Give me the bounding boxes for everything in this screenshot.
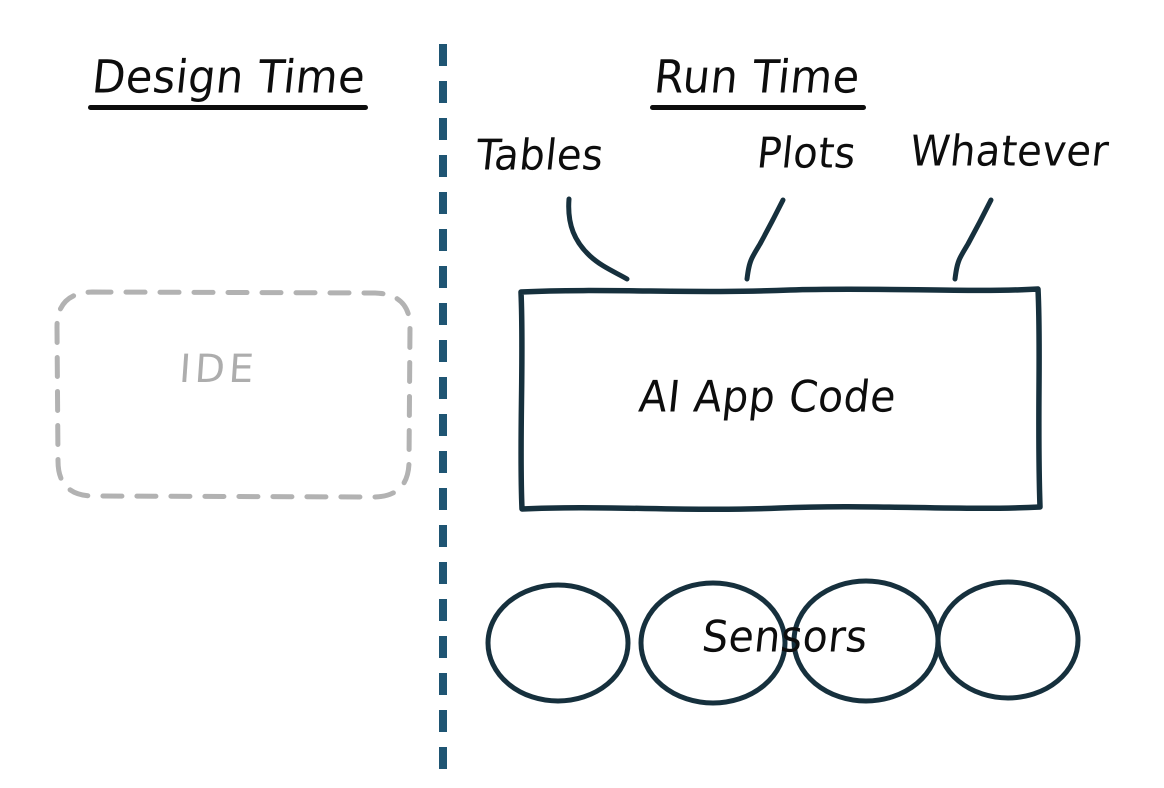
ai-app-code-label: AI App Code [636,371,899,423]
run-time-heading: Run Time [651,51,863,105]
callout-label-whatever: Whatever [907,127,1112,177]
connector-tables [566,196,630,282]
sensors-label: Sensors [699,611,871,663]
design-time-heading: Design Time [89,51,369,105]
sensor-circle-2 [638,580,788,706]
ide-box-outline [54,289,413,500]
sensor-circle-1 [485,582,631,704]
ide-box-label: IDE [177,347,260,392]
callout-label-tables: Tables [473,131,607,181]
sensor-circle-4 [935,579,1081,701]
ai-app-code-box-outline [518,286,1043,513]
design-time-heading-underline [88,105,368,110]
callout-label-plots: Plots [754,129,859,179]
run-time-heading-underline [650,105,866,110]
connector-whatever [952,197,994,282]
connector-plots [744,197,786,282]
